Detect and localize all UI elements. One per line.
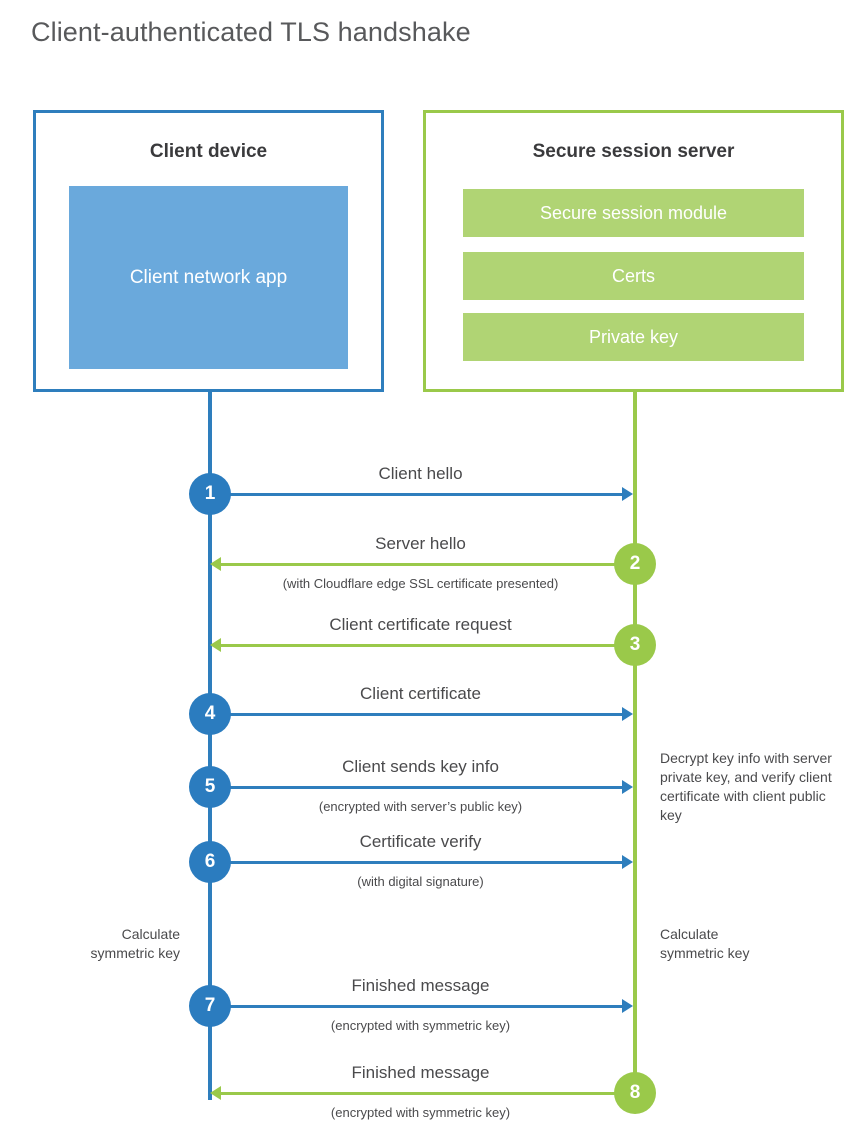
step-sublabel-2: (with Cloudflare edge SSL certificate pr… xyxy=(282,576,559,591)
annotation-calculate-symmetric-key-server: Calculate symmetric key xyxy=(660,926,750,961)
step-arrowhead-1 xyxy=(622,487,633,501)
step-label-5: Client sends key info xyxy=(342,757,499,776)
annotation-decrypt-key-info: Decrypt key info with server private key… xyxy=(660,750,832,823)
step-arrow-7 xyxy=(210,1005,622,1008)
step-arrow-5 xyxy=(210,786,622,789)
step-label-3: Client certificate request xyxy=(329,615,512,634)
step-badge-1[interactable]: 1 xyxy=(189,473,231,515)
step-arrow-3 xyxy=(221,644,622,647)
server-component-private-key: Private key xyxy=(463,313,804,361)
step-badge-4[interactable]: 4 xyxy=(189,693,231,735)
step-arrowhead-2 xyxy=(210,557,221,571)
step-arrowhead-7 xyxy=(622,999,633,1013)
step-label-8: Finished message xyxy=(351,1063,490,1082)
client-lifeline xyxy=(208,392,212,1100)
server-component-secure-session-module: Secure session module xyxy=(463,189,804,237)
step-label-4: Client certificate xyxy=(360,684,481,703)
step-label-7: Finished message xyxy=(351,976,490,995)
step-arrowhead-8 xyxy=(210,1086,221,1100)
step-arrow-1 xyxy=(210,493,622,496)
secure-session-server-title: Secure session server xyxy=(532,141,735,162)
step-arrowhead-4 xyxy=(622,707,633,721)
step-arrowhead-3 xyxy=(210,638,221,652)
step-label-1: Client hello xyxy=(378,464,463,483)
step-badge-8[interactable]: 8 xyxy=(614,1072,656,1114)
step-sublabel-8: (encrypted with symmetric key) xyxy=(330,1105,511,1120)
step-sublabel-7: (encrypted with symmetric key) xyxy=(330,1018,511,1033)
client-device-title: Client device xyxy=(149,141,268,162)
step-arrow-2 xyxy=(221,563,622,566)
step-badge-2[interactable]: 2 xyxy=(614,543,656,585)
step-label-2: Server hello xyxy=(375,534,466,553)
step-arrowhead-5 xyxy=(622,780,633,794)
server-component-certs: Certs xyxy=(463,252,804,300)
secure-session-server-box: Secure session server Secure session mod… xyxy=(423,110,844,392)
client-device-box: Client device Client network app xyxy=(33,110,384,392)
step-sublabel-5: (encrypted with server’s public key) xyxy=(318,799,523,814)
client-network-app-block: Client network app xyxy=(69,186,348,369)
step-arrow-8 xyxy=(221,1092,622,1095)
annotation-calculate-symmetric-key-client: Calculate symmetric key xyxy=(90,926,180,961)
step-badge-7[interactable]: 7 xyxy=(189,985,231,1027)
server-lifeline xyxy=(633,392,637,1093)
step-arrowhead-6 xyxy=(622,855,633,869)
step-badge-6[interactable]: 6 xyxy=(189,841,231,883)
step-sublabel-6: (with digital signature) xyxy=(357,874,484,889)
step-label-6: Certificate verify xyxy=(359,832,482,851)
step-arrow-4 xyxy=(210,713,622,716)
step-badge-3[interactable]: 3 xyxy=(614,624,656,666)
step-badge-5[interactable]: 5 xyxy=(189,766,231,808)
page-title: Client-authenticated TLS handshake xyxy=(31,17,471,47)
step-arrow-6 xyxy=(210,861,622,864)
